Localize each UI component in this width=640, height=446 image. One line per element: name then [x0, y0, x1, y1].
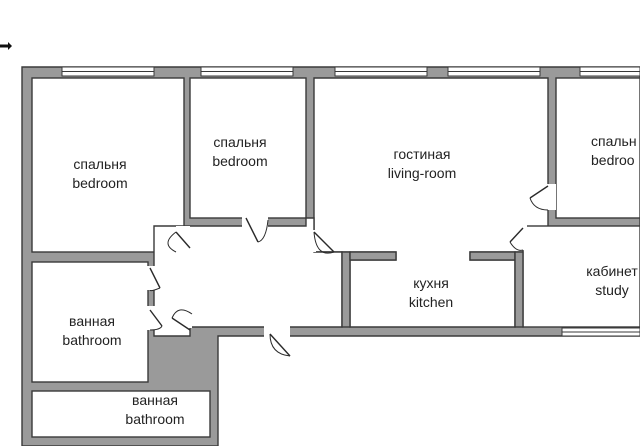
door: [529, 184, 556, 211]
bedroom-right-label-ru: спальн: [591, 133, 637, 149]
door: [167, 226, 191, 253]
bedroom-left-label-ru: спальня: [73, 156, 126, 172]
windows: [61, 66, 640, 337]
living-room-label-ru: гостиная: [394, 146, 451, 162]
door: [264, 325, 291, 357]
study-label-en: study: [595, 282, 628, 298]
window: [334, 66, 428, 77]
bathroom-2-area: [31, 390, 211, 438]
bedroom-mid-label-ru: спальня: [213, 134, 266, 150]
bathroom-1-area: [31, 261, 149, 383]
interior-walls: [341, 251, 524, 328]
window: [561, 327, 640, 337]
window: [579, 66, 640, 77]
kitchen-label-en: kitchen: [409, 294, 453, 310]
bedroom-right-area: [555, 77, 640, 219]
door: [146, 266, 161, 292]
door: [306, 230, 335, 254]
rooms: [31, 77, 640, 438]
door: [509, 224, 527, 251]
bedroom-right-label-en: bedroo: [591, 152, 635, 168]
entrance-arrow-icon: [0, 42, 12, 50]
door: [242, 216, 269, 243]
kitchen-label-ru: кухня: [413, 275, 449, 291]
doors: [146, 184, 556, 357]
study-label-ru: кабинет: [586, 263, 638, 279]
door: [170, 308, 193, 331]
room-labels: спальня bedroom спальня bedroom гостиная…: [62, 133, 638, 427]
door: [146, 306, 163, 331]
bathroom-2-label-ru: ванная: [132, 392, 178, 408]
living-room-label-en: living-room: [388, 165, 456, 181]
window: [447, 66, 541, 77]
bedroom-left-area: [31, 77, 185, 253]
bathroom-1-label-en: bathroom: [62, 332, 121, 348]
bedroom-mid-label-en: bedroom: [212, 153, 267, 169]
bathroom-2-label-en: bathroom: [125, 411, 184, 427]
bedroom-left-label-en: bedroom: [72, 175, 127, 191]
bedroom-mid-area: [189, 77, 307, 219]
window: [200, 66, 294, 77]
bathroom-1-label-ru: ванная: [69, 313, 115, 329]
window: [61, 66, 155, 77]
